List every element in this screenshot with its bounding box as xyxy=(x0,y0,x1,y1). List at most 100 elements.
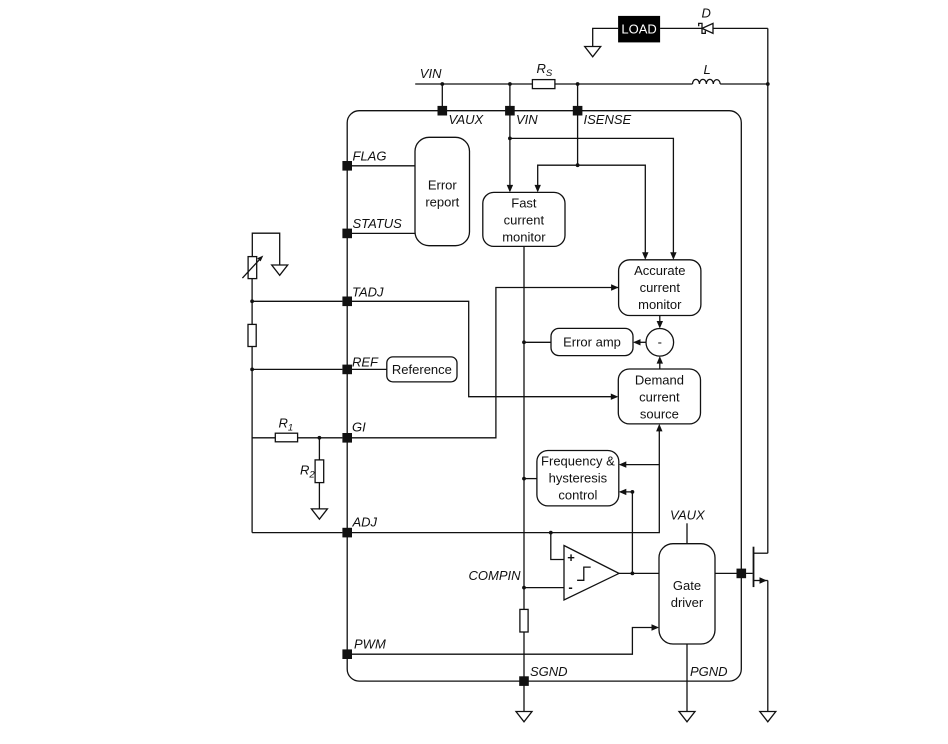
inductor-symbol xyxy=(691,78,721,85)
arrow-freq-upper xyxy=(618,461,627,468)
pin-gi xyxy=(342,433,352,443)
wire-vin-int2 xyxy=(509,115,675,259)
error-report-block xyxy=(414,136,471,247)
accurate-current-monitor-label: current xyxy=(640,280,681,295)
diode-symbol xyxy=(698,22,714,35)
arrow-pwm-gate xyxy=(651,624,659,631)
rs-label: RS xyxy=(537,61,553,79)
ref-pin-label: REF xyxy=(352,355,379,370)
r1-resistor xyxy=(274,432,299,443)
wire-pwm-int2 xyxy=(351,626,658,655)
junction-dot xyxy=(508,136,512,141)
hysteretic-comparator: + - xyxy=(563,544,621,602)
vaux-pin-label: VAUX xyxy=(449,112,485,127)
gate-driver-label: Gate xyxy=(673,578,701,593)
sgnd-pin-label: SGND xyxy=(530,664,568,679)
wire-adj-int2 xyxy=(351,425,660,561)
load-box xyxy=(618,15,661,43)
status-pin-label: STATUS xyxy=(353,216,403,231)
arrowheads xyxy=(506,184,677,631)
gnd-sgnd xyxy=(514,710,534,723)
demand-current-source-label: source xyxy=(640,407,679,422)
accurate-current-monitor-label: Accurate xyxy=(634,263,685,278)
junction-dot xyxy=(575,82,580,86)
error-report-label: report xyxy=(425,195,459,210)
mosfet-symbol xyxy=(752,546,768,588)
pin-ref xyxy=(342,364,352,375)
comparator-plus-label: + xyxy=(567,550,575,565)
pin-status xyxy=(342,228,352,239)
pin-isense xyxy=(572,105,583,116)
vin-pin-label: VIN xyxy=(516,112,538,127)
fast-current-monitor-label: monitor xyxy=(502,230,546,245)
gate-driver-block xyxy=(658,543,716,645)
junction-dot xyxy=(630,571,635,576)
block-labels: Error report Fast current monitor Refere… xyxy=(392,178,704,611)
thermistor-arrowhead xyxy=(257,255,264,262)
gi-pin-label: GI xyxy=(352,420,366,435)
compin-net-label: COMPIN xyxy=(469,568,522,583)
ground-symbols xyxy=(270,45,778,723)
wire-gi-int2 xyxy=(351,286,618,439)
pin-gate xyxy=(736,568,747,579)
rs-resistor xyxy=(531,78,556,90)
flag-pin-label: FLAG xyxy=(353,149,387,164)
mosfet-source-arrowhead xyxy=(759,577,767,584)
left-bus-resistor xyxy=(247,323,257,348)
frequency-hysteresis-label: control xyxy=(558,488,597,503)
junction-dot xyxy=(765,82,770,86)
arrow-isense-fast xyxy=(534,184,541,193)
gnd-load xyxy=(583,45,603,58)
gate-driver-label: driver xyxy=(671,595,704,610)
pin-pwm xyxy=(342,649,352,659)
fast-current-monitor-block xyxy=(482,191,566,248)
r1-label: R1 xyxy=(279,416,294,434)
function-blocks xyxy=(386,136,716,645)
reference-label: Reference xyxy=(392,362,452,377)
pgnd-pin-label: PGND xyxy=(690,664,728,679)
junction-dot xyxy=(522,476,526,481)
arrow-adj-demand xyxy=(656,423,663,432)
accurate-current-monitor-block xyxy=(617,259,702,317)
accurate-current-monitor-label: monitor xyxy=(638,297,682,312)
wire-tadj-int2 xyxy=(351,300,617,398)
fast-current-monitor-label: current xyxy=(504,213,545,228)
comparator-minus-label: - xyxy=(568,579,572,594)
comparator-triangle xyxy=(563,544,621,602)
junction-dot xyxy=(508,82,512,86)
demand-current-source-label: current xyxy=(639,390,680,405)
junction-dot xyxy=(575,163,580,168)
r2-label: R2 xyxy=(300,463,315,481)
error-amp-block xyxy=(550,327,634,357)
arrow-isense-accurate xyxy=(642,252,649,260)
junction-dot xyxy=(522,340,526,345)
demand-current-source-label: Demand xyxy=(635,373,684,388)
arrow-vin-accurate xyxy=(670,252,677,260)
gnd-thermistor xyxy=(270,264,290,277)
vin-rail-label: VIN xyxy=(420,66,442,81)
frequency-hysteresis-block xyxy=(536,449,620,507)
frequency-hysteresis-label: Frequency & xyxy=(541,454,615,469)
junction-dot xyxy=(630,490,635,494)
arrow-gi-accurate xyxy=(611,284,619,291)
arrow-vin-fast xyxy=(506,184,514,193)
pin-flag xyxy=(342,161,352,171)
load-label: LOAD xyxy=(621,22,656,37)
thermistor-symbol xyxy=(241,255,264,280)
isense-pin-label: ISENSE xyxy=(584,112,632,127)
diode-cathode-bar xyxy=(698,22,706,35)
diode-label: D xyxy=(702,6,711,21)
junction-dot xyxy=(250,299,255,304)
compin-resistor xyxy=(519,608,529,633)
frequency-hysteresis-label: hysteresis xyxy=(549,471,608,486)
pin-tadj xyxy=(342,296,352,307)
gnd-pgnd xyxy=(677,710,697,723)
ic-pins xyxy=(342,105,747,686)
r2-resistor xyxy=(314,459,325,484)
thermistor-arrow-line xyxy=(241,256,262,279)
pin-vaux xyxy=(437,105,448,116)
wire-thermistor-gnd xyxy=(251,232,281,265)
demand-current-source-block xyxy=(617,368,702,425)
